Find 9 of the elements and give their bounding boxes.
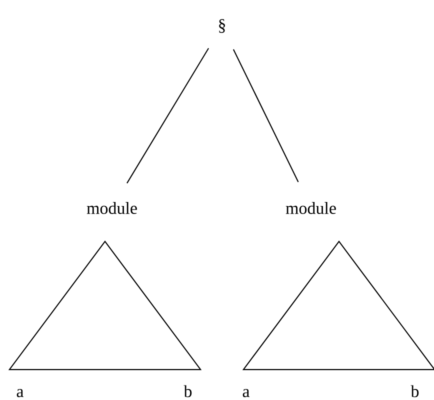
tree-label: § — [219, 19, 225, 33]
tree-branch — [126, 48, 210, 184]
tree-label: module — [286, 202, 336, 214]
leaf-label: b — [410, 385, 419, 398]
leaf-label: a — [16, 389, 24, 398]
leaf-label: b — [184, 385, 192, 398]
leaf-label: a — [242, 389, 250, 398]
tree-branch — [232, 49, 299, 182]
tree-label: module — [86, 202, 137, 214]
